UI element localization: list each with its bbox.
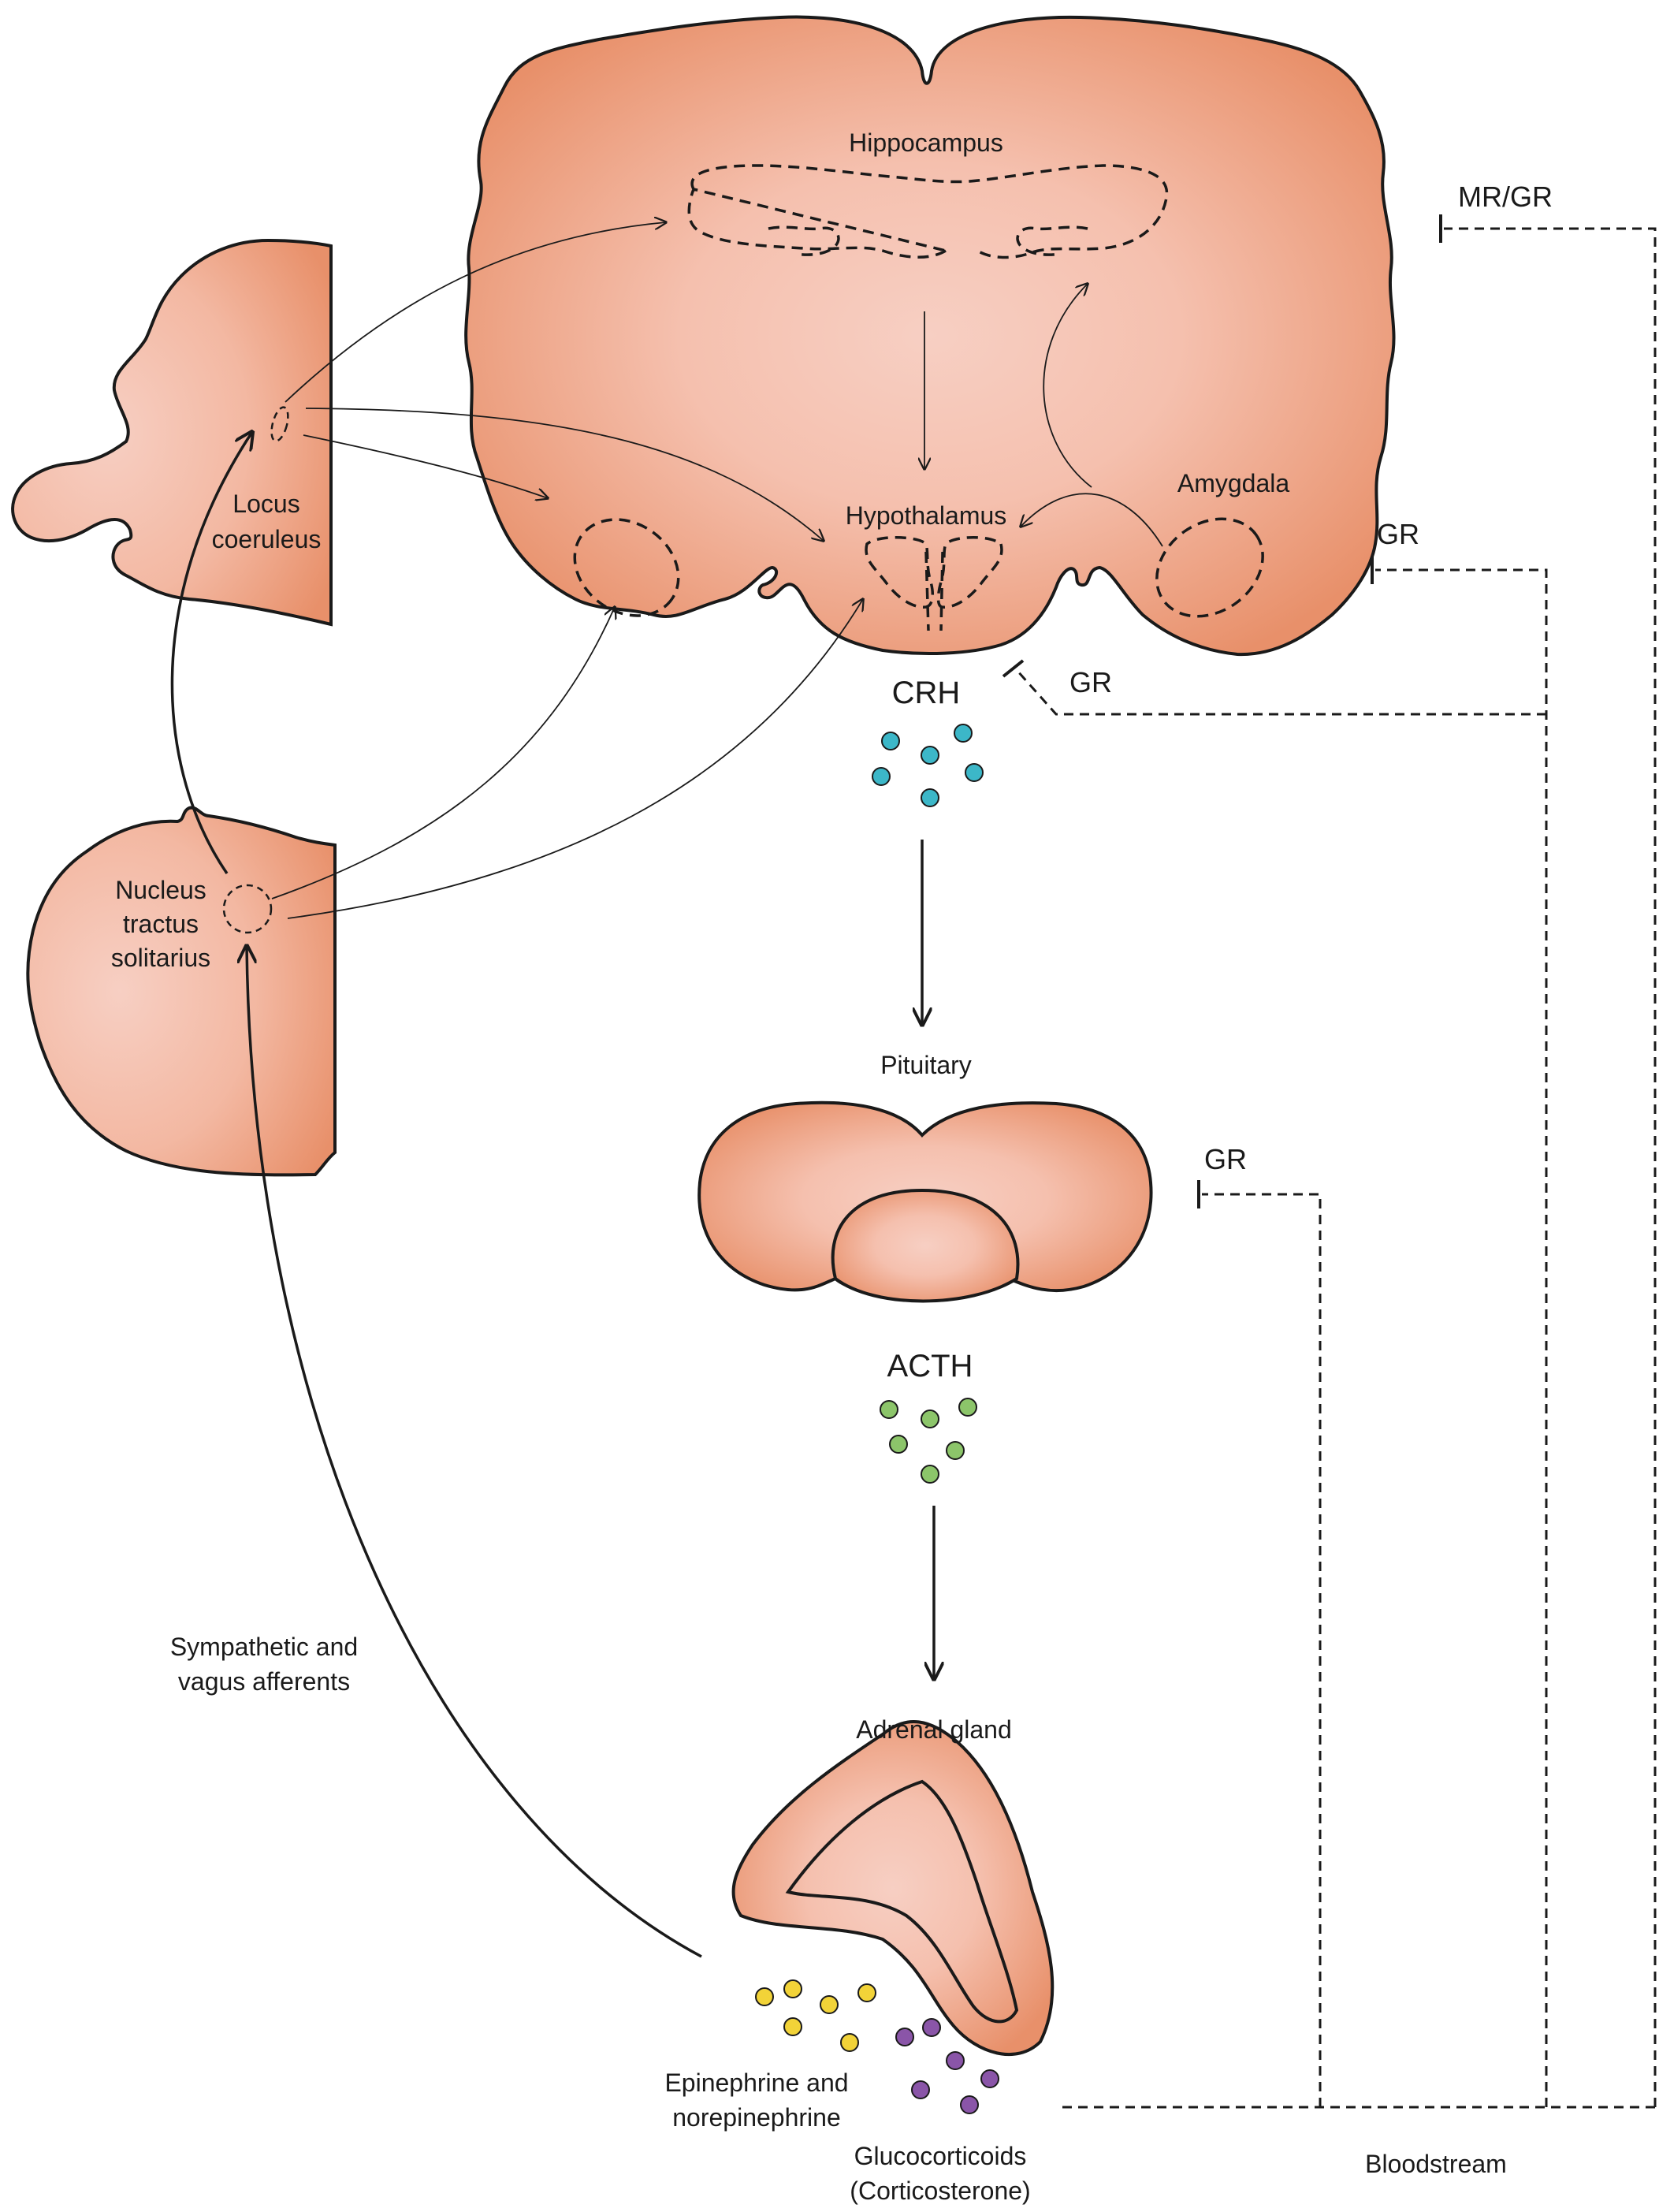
epinephrine-dot (820, 1995, 839, 2014)
acth-particles (880, 1398, 977, 1484)
glucocorticoid-dot (960, 2095, 979, 2114)
epinephrine-dot (755, 1987, 774, 2006)
neural-projections (271, 222, 1163, 919)
label-bloodstream: Bloodstream (1365, 2150, 1507, 2178)
label-acth: ACTH (887, 1349, 973, 1383)
label-gluco-line2: (Corticosterone) (850, 2177, 1030, 2205)
label-amygdala: Amygdala (1177, 469, 1290, 497)
epinephrine-particles (755, 1979, 876, 2052)
crh-dot (872, 767, 891, 786)
arrow-nts-to-hypothalamus (287, 599, 863, 919)
feedback-line-gr-amygdala (1375, 568, 1548, 2107)
hypothalamus-region (865, 536, 1003, 631)
hippocampus-region (687, 164, 1169, 259)
nts-section (26, 806, 337, 1177)
glucocorticoid-dot (922, 2018, 941, 2037)
label-locus-line1: Locus (232, 490, 299, 518)
crh-dot (965, 763, 984, 782)
nts-nucleus (222, 884, 273, 934)
acth-dot (880, 1400, 898, 1419)
glucocorticoid-dot (980, 2069, 999, 2088)
label-locus-line2: coeruleus (212, 525, 322, 553)
label-mr-gr: MR/GR (1458, 181, 1553, 213)
label-epi-line1: Epinephrine and (664, 2069, 848, 2097)
glucocorticoid-dot (946, 2051, 965, 2070)
feedback-line-gr-hypothalamus (1015, 669, 1546, 716)
label-hypothalamus: Hypothalamus (846, 501, 1007, 530)
arrow-lc-to-hypothalamus (305, 408, 824, 541)
glucocorticoid-dot (911, 2080, 930, 2099)
feedback-line-gr-pituitary (1202, 1193, 1322, 2107)
acth-dot (946, 1441, 965, 1460)
crh-dot (881, 732, 900, 750)
arrow-nts-to-amygdala (271, 607, 615, 899)
label-gr-hypothalamus: GR (1069, 666, 1112, 698)
crh-particles (872, 724, 984, 807)
arrow-lc-to-amygdala (303, 434, 548, 498)
amygdala-region-right (1155, 517, 1264, 618)
arrow-afferents-to-nts (247, 946, 702, 1958)
label-pituitary: Pituitary (880, 1051, 972, 1079)
epinephrine-dot (783, 2017, 802, 2036)
adrenal-gland (731, 1720, 1055, 2056)
crh-dot (921, 788, 939, 807)
pituitary-gland (697, 1100, 1153, 1303)
crh-dot (954, 724, 973, 743)
label-adrenal: Adrenal gland (856, 1715, 1011, 1744)
label-nts-line2: tractus (123, 910, 199, 938)
glucocorticoid-dot (895, 2028, 914, 2046)
brain-section (464, 15, 1396, 657)
epinephrine-dot (783, 1979, 802, 1998)
arrow-nts-to-lc (170, 432, 252, 874)
epinephrine-dot (840, 2033, 859, 2052)
label-gluco-line1: Glucocorticoids (854, 2142, 1027, 2170)
label-nts-line3: solitarius (111, 944, 210, 972)
locus-coeruleus-nucleus (270, 406, 289, 442)
label-afferents-line2: vagus afferents (178, 1667, 350, 1696)
acth-dot (958, 1398, 977, 1417)
crh-dot (921, 746, 939, 765)
glucocorticoid-feedback (1002, 214, 1657, 2109)
inhibition-bar-gr-hypothalamus (1002, 659, 1025, 678)
label-nts-line1: Nucleus (115, 876, 206, 904)
label-hippocampus: Hippocampus (849, 128, 1003, 157)
feedback-line-mr-gr (1444, 227, 1657, 2107)
label-afferents-line1: Sympathetic and (170, 1633, 358, 1661)
label-gr-pituitary: GR (1204, 1143, 1247, 1175)
locus-coeruleus-section (11, 238, 333, 627)
glucocorticoid-particles (895, 2018, 999, 2114)
arrow-amygdala-to-hippocampus (1043, 284, 1092, 488)
arrow-amygdala-to-hypothalamus (1021, 493, 1163, 547)
label-gr-amygdala: GR (1377, 518, 1419, 550)
amygdala-region-left (573, 518, 680, 617)
acth-dot (921, 1465, 939, 1484)
acth-dot (921, 1409, 939, 1428)
arrow-lc-to-hippocampus (285, 222, 666, 403)
acth-dot (889, 1435, 908, 1454)
epinephrine-dot (857, 1983, 876, 2002)
label-epi-line2: norepinephrine (672, 2103, 841, 2132)
label-crh: CRH (892, 676, 961, 710)
